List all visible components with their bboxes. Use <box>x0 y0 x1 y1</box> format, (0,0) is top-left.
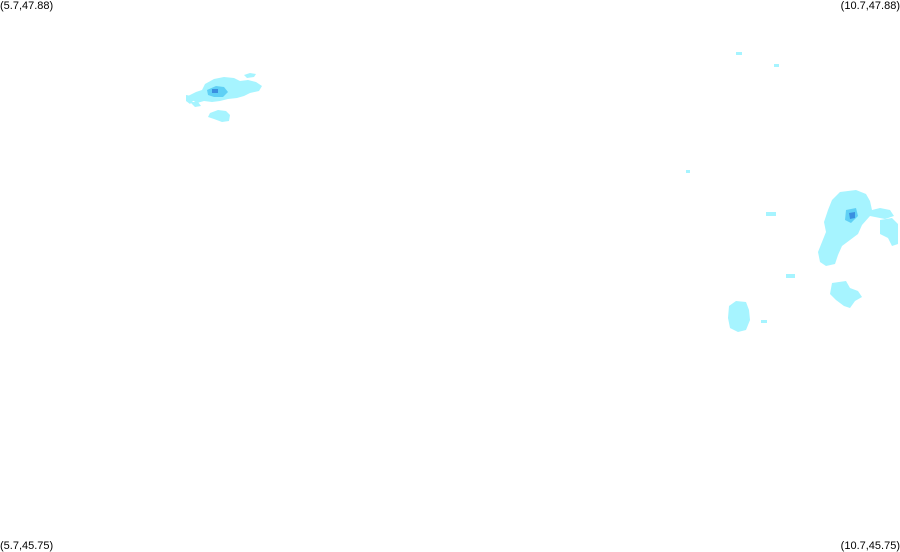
precip-specks-northeast <box>686 52 795 323</box>
corner-label-top-right: (10.7,47.88) <box>840 0 900 12</box>
precip-cell-east <box>728 190 898 332</box>
corner-label-bottom-left: (5.7,45.75) <box>0 540 54 552</box>
corner-label-bottom-right: (10.7,45.75) <box>840 540 900 552</box>
corner-label-top-left: (5.7,47.88) <box>0 0 54 12</box>
precip-cell-northwest <box>186 73 262 122</box>
